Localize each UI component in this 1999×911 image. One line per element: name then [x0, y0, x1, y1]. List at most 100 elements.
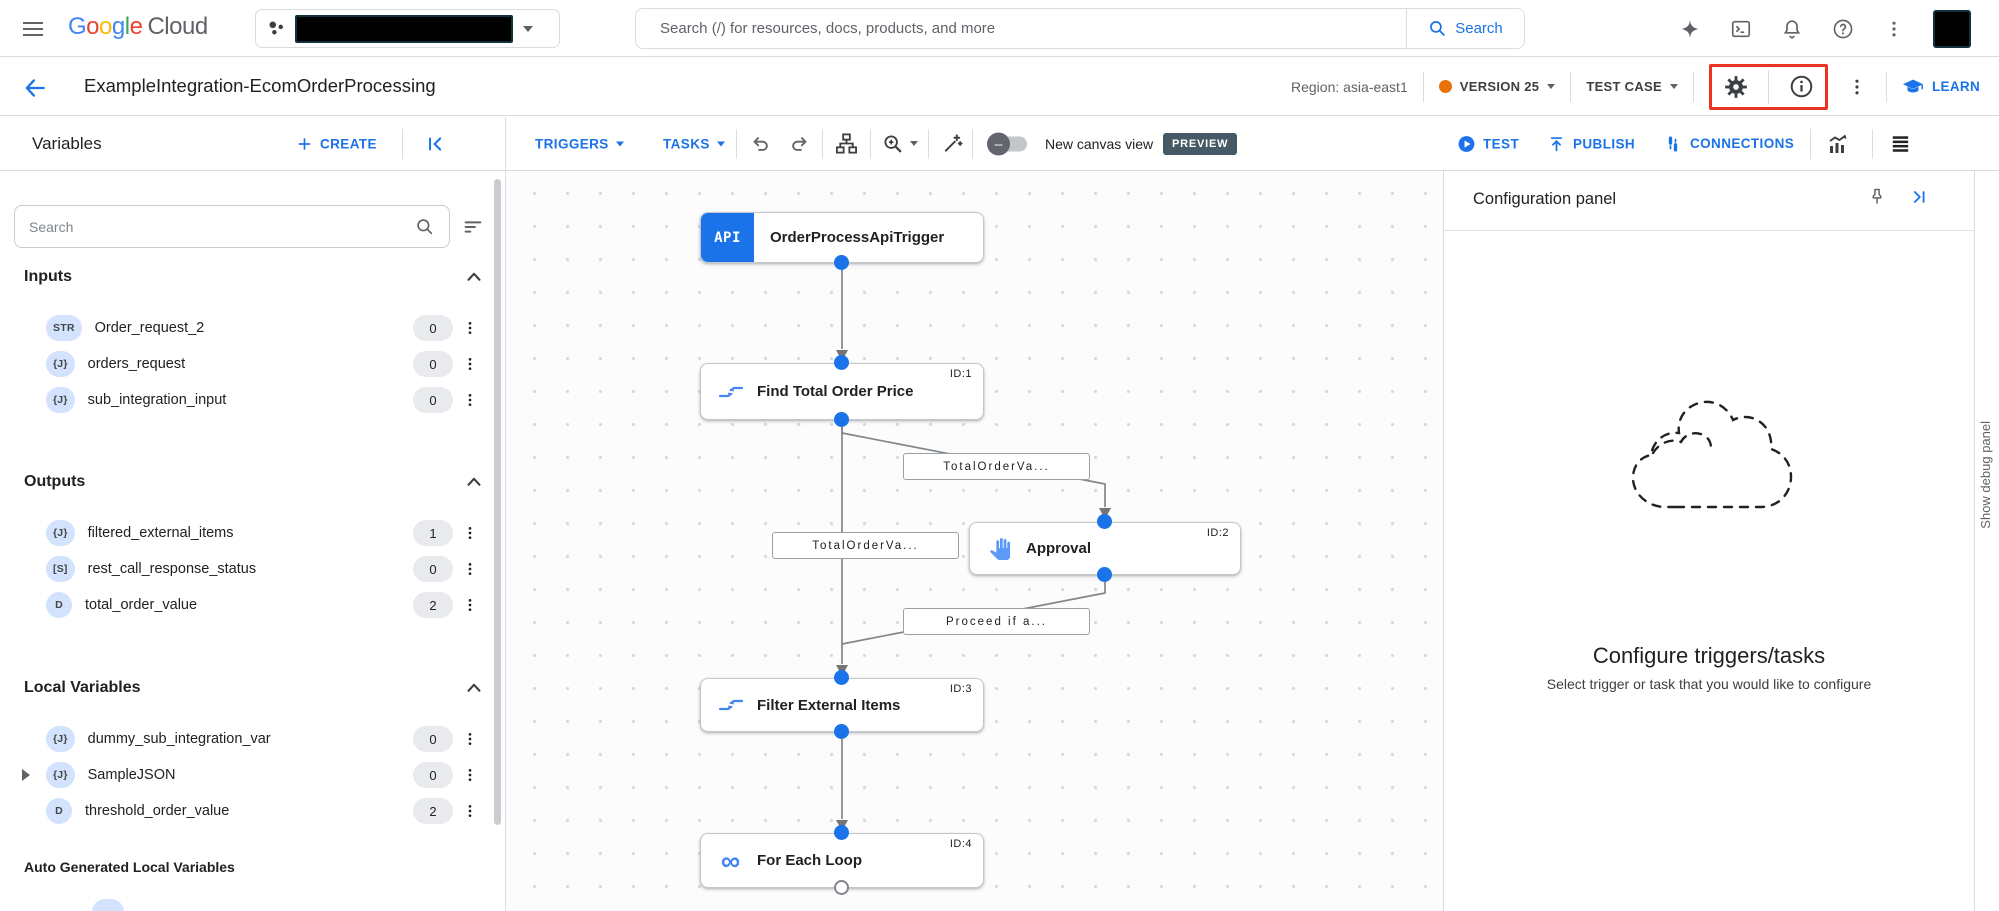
- more-vert-icon[interactable]: [459, 556, 481, 582]
- node-label: OrderProcessApiTrigger: [770, 229, 945, 246]
- divider: [402, 128, 403, 159]
- main-menu-icon[interactable]: [20, 16, 46, 42]
- magic-wand-icon[interactable]: [938, 130, 966, 158]
- variable-row[interactable]: D total_order_value 2: [0, 587, 505, 623]
- notifications-bell-icon[interactable]: [1780, 17, 1804, 41]
- undo-icon[interactable]: [746, 130, 774, 158]
- node-id-label: ID:3: [949, 683, 972, 695]
- node-filter-external-items[interactable]: ID:3 Filter External Items: [700, 678, 984, 732]
- edge-label[interactable]: TotalOrderVa...: [772, 532, 959, 559]
- settings-gear-icon[interactable]: [1722, 73, 1750, 101]
- variable-label: SampleJSON: [87, 767, 176, 783]
- connector-dot[interactable]: [834, 825, 849, 840]
- test-button[interactable]: TEST: [1457, 134, 1519, 153]
- connector-dot[interactable]: [834, 724, 849, 739]
- edge-label[interactable]: TotalOrderVa...: [903, 453, 1090, 480]
- logs-list-icon[interactable]: [1886, 130, 1914, 158]
- variable-row[interactable]: {J} orders_request 0: [0, 346, 505, 382]
- global-search-button[interactable]: Search: [1406, 9, 1524, 48]
- metrics-chart-icon[interactable]: [1824, 130, 1852, 158]
- global-search-input[interactable]: [636, 9, 1406, 48]
- local-variables-section-header[interactable]: Local Variables: [0, 670, 505, 706]
- info-icon[interactable]: [1787, 73, 1815, 101]
- auto-layout-icon[interactable]: [832, 130, 860, 158]
- more-vert-icon[interactable]: [1843, 73, 1871, 101]
- sidebar-scrollbar[interactable]: [494, 179, 501, 825]
- connector-dot[interactable]: [834, 355, 849, 370]
- connector-dot[interactable]: [1097, 514, 1112, 529]
- node-id-label: ID:4: [949, 838, 972, 850]
- more-vert-icon[interactable]: [459, 762, 481, 788]
- more-vert-icon[interactable]: [459, 592, 481, 618]
- new-canvas-toggle[interactable]: –: [987, 132, 1027, 155]
- variable-row[interactable]: STR Order_request_2 0: [0, 310, 505, 346]
- back-arrow-icon[interactable]: [22, 75, 48, 101]
- version-dropdown[interactable]: VERSION 25: [1438, 79, 1556, 94]
- test-case-dropdown[interactable]: TEST CASE: [1586, 79, 1678, 94]
- show-debug-panel-strip[interactable]: Show debug panel: [1974, 171, 1999, 911]
- connector-dot[interactable]: [834, 670, 849, 685]
- more-vert-icon[interactable]: [459, 351, 481, 377]
- learn-button[interactable]: LEARN: [1902, 76, 1980, 98]
- project-selector[interactable]: [255, 9, 560, 48]
- collapse-panel-icon[interactable]: [422, 130, 450, 158]
- divider: [505, 116, 506, 171]
- variable-row[interactable]: {J} filtered_external_items 1: [0, 515, 505, 551]
- connections-button[interactable]: CONNECTIONS: [1663, 134, 1794, 154]
- outputs-section-header[interactable]: Outputs: [0, 464, 505, 500]
- variable-row[interactable]: {J} dummy_sub_integration_var 0: [0, 721, 505, 757]
- flow-canvas[interactable]: TotalOrderVa... TotalOrderVa... Proceed …: [506, 171, 1443, 911]
- node-find-total-order-price[interactable]: ID:1 Find Total Order Price: [700, 363, 984, 420]
- collapse-panel-right-icon[interactable]: [1909, 187, 1929, 207]
- tasks-dropdown[interactable]: TASKS: [663, 136, 725, 151]
- node-label: Find Total Order Price: [757, 383, 914, 400]
- variable-row[interactable]: [S] rest_call_response_status 0: [0, 551, 505, 587]
- connector-dot[interactable]: [834, 255, 849, 270]
- sort-filter-icon[interactable]: [458, 213, 488, 241]
- triggers-dropdown[interactable]: TRIGGERS: [535, 136, 624, 151]
- chevron-down-icon: [1670, 84, 1678, 89]
- variable-row[interactable]: D threshold_order_value 2: [0, 793, 505, 829]
- version-label: VERSION 25: [1459, 79, 1540, 94]
- logo-letter: g: [111, 13, 125, 40]
- node-order-process-api-trigger[interactable]: API OrderProcessApiTrigger: [700, 212, 984, 263]
- connector-dot[interactable]: [1097, 567, 1112, 582]
- help-icon[interactable]: [1831, 17, 1855, 41]
- expand-arrow-icon[interactable]: [22, 769, 30, 781]
- variable-row[interactable]: {J} SampleJSON 0: [0, 757, 505, 793]
- cloud-shell-icon[interactable]: [1729, 17, 1753, 41]
- more-vert-icon[interactable]: [1882, 17, 1906, 41]
- more-vert-icon[interactable]: [459, 315, 481, 341]
- publish-button[interactable]: PUBLISH: [1547, 134, 1635, 153]
- outputs-title: Outputs: [24, 473, 86, 490]
- logo-cloud-text: Cloud: [147, 13, 208, 40]
- divider: [928, 128, 929, 159]
- edge-label[interactable]: Proceed if a...: [903, 608, 1090, 635]
- logo-letter: e: [129, 13, 143, 40]
- gemini-icon[interactable]: [1678, 17, 1702, 41]
- configuration-panel-title: Configuration panel: [1473, 190, 1617, 208]
- variable-row[interactable]: {J} sub_integration_input 0: [0, 382, 505, 418]
- account-avatar[interactable]: [1933, 9, 1971, 48]
- more-vert-icon[interactable]: [459, 387, 481, 413]
- variables-search-input[interactable]: [29, 218, 407, 235]
- connector-dot-open[interactable]: [834, 880, 849, 895]
- more-vert-icon[interactable]: [459, 798, 481, 824]
- chevron-up-icon: [467, 272, 481, 281]
- node-approval[interactable]: ID:2 Approval: [969, 522, 1241, 575]
- redo-icon[interactable]: [786, 130, 814, 158]
- pin-icon[interactable]: [1867, 187, 1887, 207]
- chevron-down-icon: [615, 141, 624, 146]
- more-vert-icon[interactable]: [459, 520, 481, 546]
- connector-dot[interactable]: [834, 412, 849, 427]
- type-badge: {J}: [46, 520, 75, 546]
- triggers-label: TRIGGERS: [535, 136, 609, 151]
- more-vert-icon[interactable]: [459, 726, 481, 752]
- inputs-section: Inputs STR Order_request_2 0 {J} orders_…: [0, 259, 505, 418]
- zoom-control[interactable]: [882, 133, 918, 155]
- variable-label: threshold_order_value: [85, 803, 230, 819]
- inputs-section-header[interactable]: Inputs: [0, 259, 505, 295]
- usage-count-badge: 0: [413, 351, 453, 377]
- create-variable-button[interactable]: CREATE: [296, 135, 377, 152]
